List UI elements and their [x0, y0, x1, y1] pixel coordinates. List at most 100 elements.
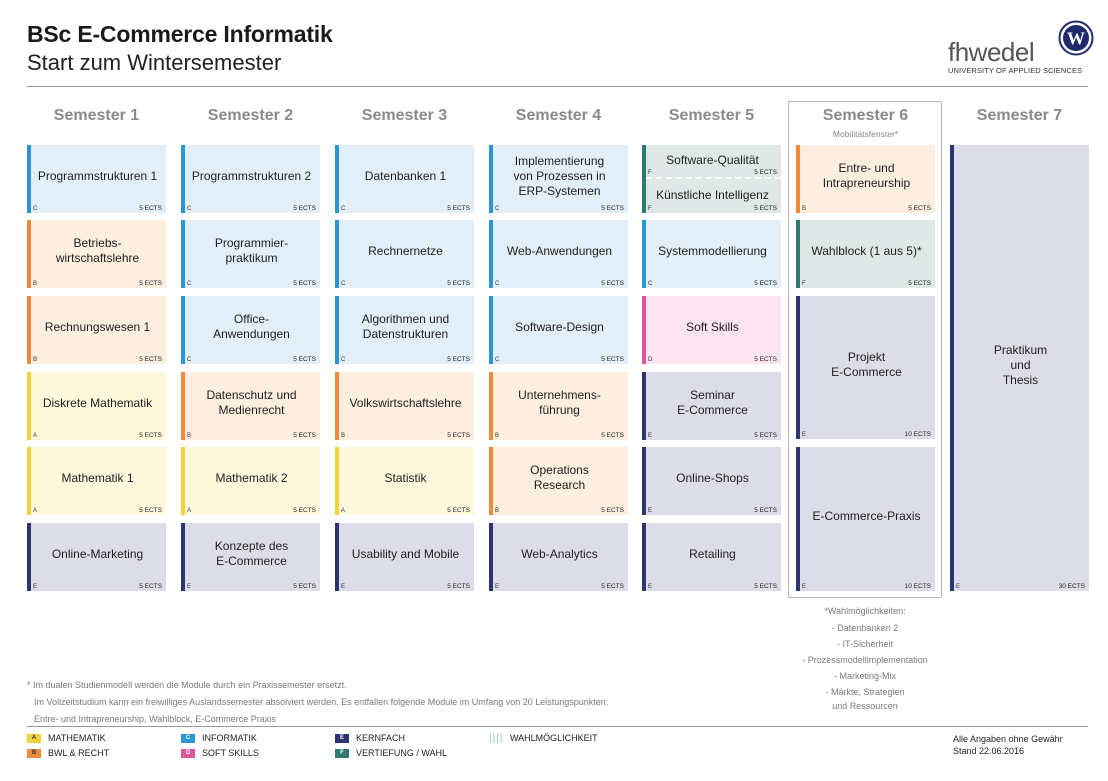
module-category-code: A: [33, 508, 38, 514]
module-category-code: C: [495, 357, 500, 363]
module-ects: 5 ECTS: [139, 280, 162, 287]
logo-wordmark: fhwedel: [948, 37, 1035, 67]
module-category-code: E: [341, 584, 346, 590]
semester-4-heading: Semester 4: [515, 107, 602, 124]
module-category-code: E: [33, 584, 38, 590]
semester-6-heading: Semester 6: [822, 107, 909, 124]
module-name: Algorithmen und Datenstrukturen: [361, 312, 450, 341]
module-card: Implementierung von Prozessen in ERP-Sys…: [489, 145, 628, 213]
module-name: Operations Research: [530, 463, 589, 492]
wahl-options-title: *Wahlmöglichkeiten:: [824, 606, 906, 616]
legend-label: BWL & RECHT: [48, 748, 110, 758]
module-category-code: A: [341, 508, 346, 514]
module-category-code: B: [802, 206, 807, 212]
module-ects: 5 ECTS: [601, 507, 624, 514]
module-category-code: C: [187, 206, 192, 212]
module-ects: 10 ECTS: [904, 583, 931, 590]
module-ects: 5 ECTS: [293, 205, 316, 212]
module-name: Betriebs- wirtschaftslehre: [55, 236, 140, 265]
footer-divider: [27, 726, 1088, 727]
module-ects: 5 ECTS: [601, 205, 624, 212]
legend-item: D SOFT SKILLS: [181, 748, 259, 758]
module-category-code: E: [495, 584, 500, 590]
module-name: Praktikum und Thesis: [993, 342, 1048, 387]
module-name: Projekt E-Commerce: [831, 349, 902, 379]
module-ects: 5 ECTS: [447, 432, 470, 439]
module-name: Rechnernetze: [368, 243, 443, 258]
footnote-line-1: * Im dualen Studienmodell werden die Mod…: [27, 680, 347, 690]
fh-wedel-logo: fhwedel UNIVERSITY OF APPLIED SCIENCES W: [946, 20, 1096, 80]
logo-emblem-icon: W: [1058, 20, 1094, 56]
wahl-option: - Märkte, Strategien und Ressourcen: [825, 687, 905, 711]
semester-6-frame: [788, 101, 942, 598]
module-category-code: D: [648, 357, 653, 363]
module-name: Usability and Mobile: [351, 546, 460, 561]
module-ects: 5 ECTS: [139, 356, 162, 363]
disclaimer: Alle Angaben ohne Gewähr Stand 22.06.201…: [953, 733, 1063, 757]
module-category-code: B: [33, 357, 38, 363]
module-ects: 5 ECTS: [293, 280, 316, 287]
module-ects: 5 ECTS: [908, 280, 931, 287]
module-name: Software-Design: [515, 319, 604, 334]
module-name: Künstliche Intelligenz: [656, 187, 769, 202]
wahl-options-list: *Wahlmöglichkeiten: - Datenbanken 2- IT-…: [788, 603, 942, 713]
module-name: Programmstrukturen 1: [37, 168, 158, 183]
module-name: E-Commerce-Praxis: [812, 508, 921, 523]
module-category-code: B: [33, 281, 38, 287]
module-name: Web-Analytics: [521, 546, 598, 561]
module-category-code: C: [341, 206, 346, 212]
module-ects: 10 ECTS: [904, 431, 931, 438]
module-category-code: F: [648, 206, 652, 212]
semester-5-heading: Semester 5: [668, 107, 755, 124]
module-category-code: E: [956, 584, 961, 590]
legend-swatch: A: [27, 733, 41, 743]
legend-swatch: F: [335, 748, 349, 758]
semester-7-heading: Semester 7: [976, 107, 1063, 124]
module-name: Volkswirtschaftslehre: [349, 395, 462, 410]
module-name: Entre- und Intrapreneurship: [822, 161, 911, 190]
module-ects: 5 ECTS: [293, 356, 316, 363]
module-ects: 5 ECTS: [447, 583, 470, 590]
footnote-line-3: Entre- und Intrapreneurship, Wahlblock, …: [34, 714, 276, 724]
module-category-code: E: [648, 508, 653, 514]
module-ects: 5 ECTS: [754, 507, 777, 514]
module-category-code: C: [187, 281, 192, 287]
legend-swatch: D: [181, 748, 195, 758]
module-category-code: F: [802, 281, 806, 287]
legend-label: SOFT SKILLS: [202, 748, 259, 758]
module-category-code: C: [341, 281, 346, 287]
module-category-code: E: [187, 584, 192, 590]
wahl-option: - Marketing-Mix: [833, 671, 896, 681]
legend-label: WAHLMÖGLICHKEIT: [510, 733, 598, 743]
module-name: Office- Anwendungen: [213, 312, 290, 341]
module-ects: 5 ECTS: [293, 583, 316, 590]
module-ects: 5 ECTS: [139, 432, 162, 439]
legend-label: INFORMATIK: [202, 733, 257, 743]
module-ects: 5 ECTS: [601, 583, 624, 590]
module-name: Konzepte des E-Commerce: [214, 539, 289, 568]
